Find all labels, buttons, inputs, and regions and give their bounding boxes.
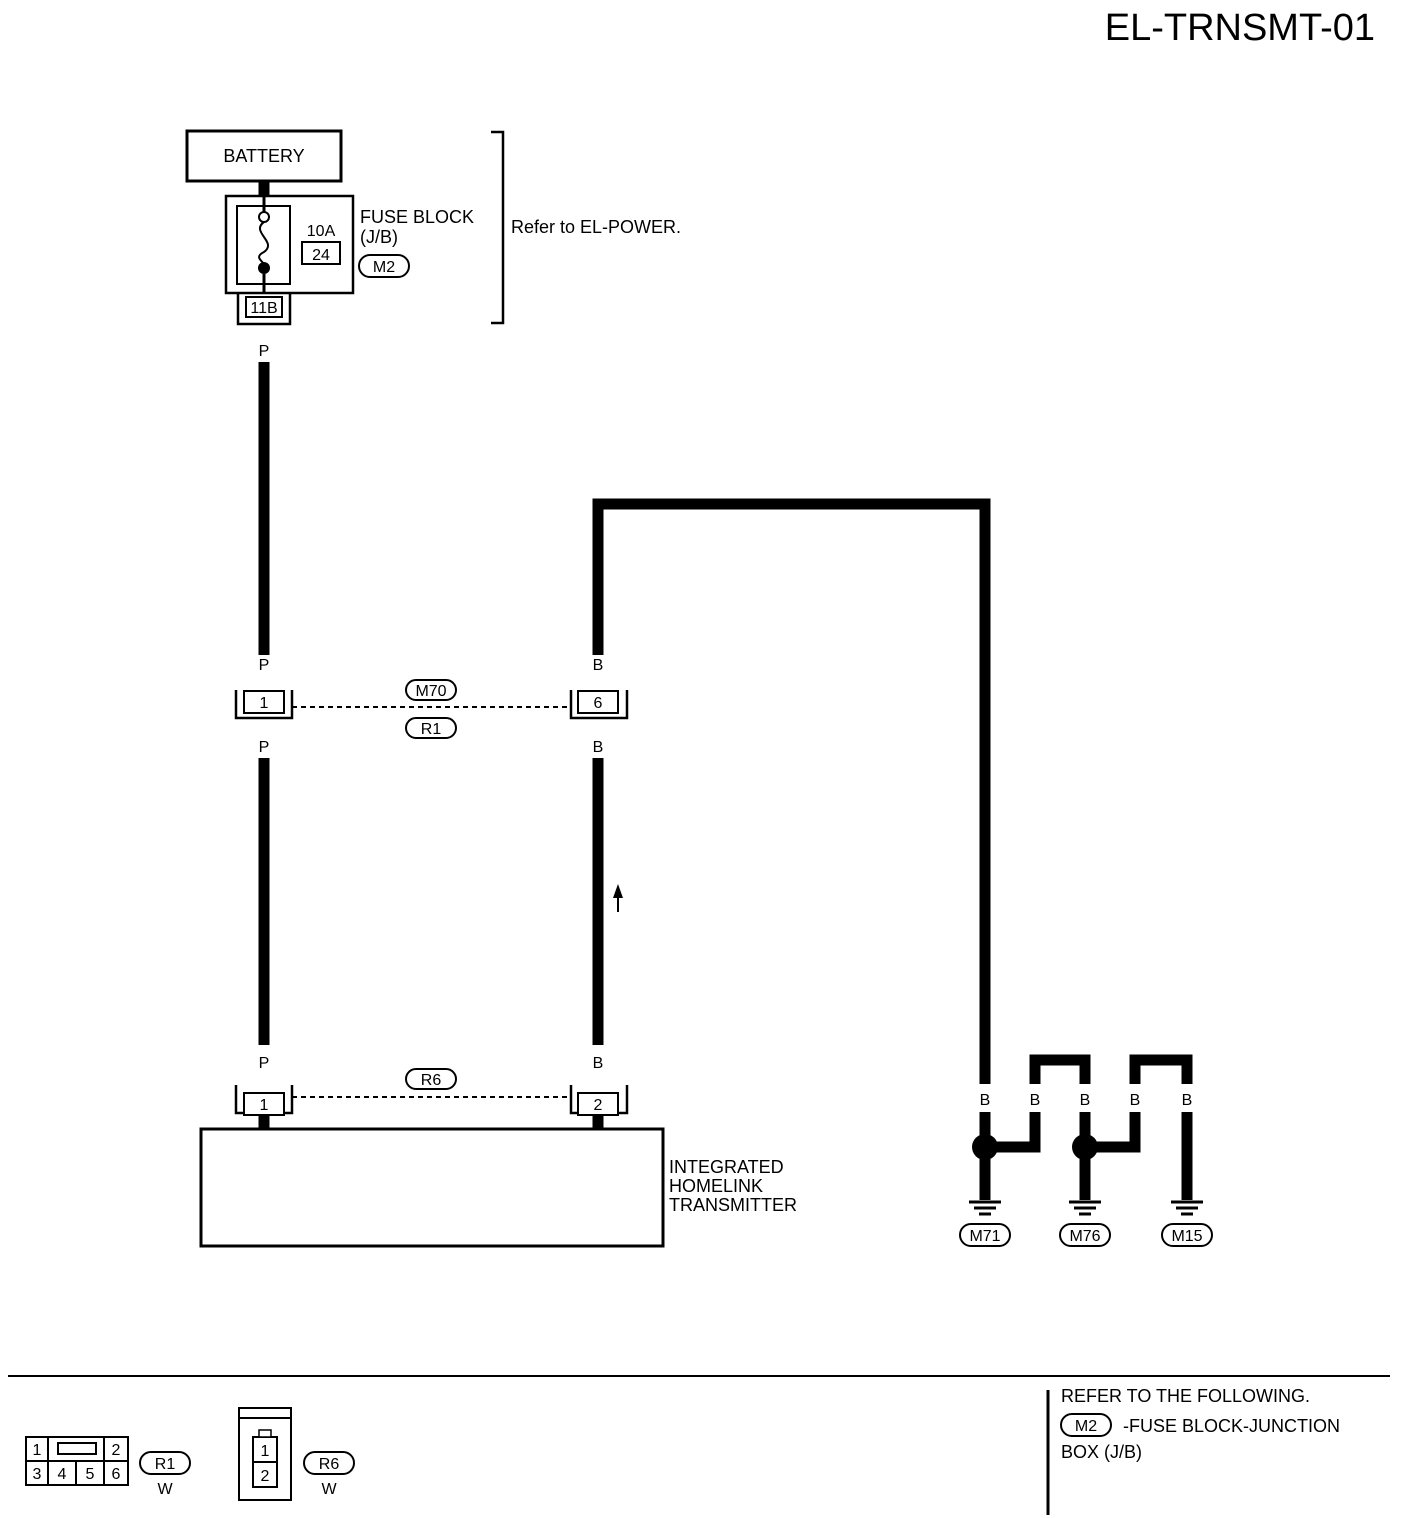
transmitter-label-3: TRANSMITTER	[669, 1195, 797, 1215]
ground-icon	[1171, 1200, 1203, 1216]
fuse-block	[224, 194, 355, 295]
fuse-icon	[258, 221, 270, 267]
fuse-amperage: 10A	[307, 223, 336, 240]
connector-r6-pin-right: 2	[594, 1097, 603, 1114]
r6-pin-2: 2	[261, 1468, 270, 1485]
ground-tag-1	[959, 1223, 1011, 1247]
connector-face-r1	[25, 1436, 129, 1486]
r1-pin-4: 4	[58, 1466, 67, 1483]
transmitter-label-2: HOMELINK	[669, 1176, 763, 1196]
page-title: EL-TRNSMT-01	[1105, 7, 1375, 49]
wire-color-p4: P	[259, 1055, 270, 1072]
footer-connector-tag	[1060, 1413, 1112, 1437]
fuse-number: 24	[312, 247, 330, 264]
ground-tag-2	[1059, 1223, 1111, 1247]
fuse-terminal-label: 11B	[250, 300, 277, 317]
connector-m70-pin-right: 6	[594, 695, 603, 712]
refer-note: Refer to EL-POWER.	[511, 217, 681, 237]
wire-color-b8: B	[1182, 1092, 1193, 1109]
fuse-block-label: FUSE BLOCK	[360, 207, 474, 227]
connector-m70-right	[569, 690, 629, 720]
wire-color-b5: B	[1030, 1092, 1041, 1109]
wire-color-p3: P	[259, 739, 270, 756]
connector-face-r6	[238, 1407, 292, 1501]
r1-pin-3: 3	[33, 1466, 42, 1483]
wire-color-b7: B	[1130, 1092, 1141, 1109]
wire-color-p1: P	[259, 343, 270, 360]
footer-connector-id: M2	[1075, 1418, 1097, 1435]
ground-id-2: M76	[1069, 1228, 1100, 1245]
wire-color-b1: B	[593, 657, 604, 674]
battery-label: BATTERY	[223, 146, 304, 166]
connector-m70-pin-left: 1	[260, 695, 269, 712]
connector-face-r6-id: R6	[319, 1456, 340, 1473]
ground-network	[972, 1054, 1193, 1200]
transmitter-label-1: INTEGRATED	[669, 1157, 784, 1177]
connector-r1-tag	[405, 717, 457, 739]
connector-face-r1-tag	[139, 1451, 191, 1475]
footer-line-1: -FUSE BLOCK-JUNCTION	[1123, 1416, 1340, 1436]
wire-color-b4: B	[980, 1092, 991, 1109]
fuse-terminal-connector	[236, 293, 292, 326]
footer-heading: REFER TO THE FOLLOWING.	[1061, 1386, 1310, 1406]
ground-tag-3	[1161, 1223, 1213, 1247]
connector-m70-id: M70	[415, 683, 446, 700]
wire-color-b2: B	[593, 739, 604, 756]
fuse-connector-id: M2	[373, 259, 395, 276]
arrow-up-icon	[613, 884, 623, 912]
connector-face-r1-color: W	[157, 1481, 173, 1498]
r1-pin-2: 2	[112, 1442, 121, 1459]
refer-bracket	[491, 130, 505, 325]
ground-id-3: M15	[1171, 1228, 1202, 1245]
connector-face-r1-id: R1	[155, 1456, 176, 1473]
transmitter-box	[199, 1127, 665, 1248]
wire-color-p2: P	[259, 657, 270, 674]
r1-pin-1: 1	[33, 1442, 42, 1459]
r6-pin-1: 1	[261, 1443, 270, 1460]
connector-r6-tag	[405, 1068, 457, 1090]
footer-line-2: BOX (J/B)	[1061, 1442, 1142, 1462]
fuse-block-sublabel: (J/B)	[360, 227, 398, 247]
ground-id-1: M71	[969, 1228, 1000, 1245]
connector-r6-id: R6	[421, 1072, 442, 1089]
r1-pin-5: 5	[86, 1466, 95, 1483]
connector-m70-tag	[405, 679, 457, 701]
connector-m70-left	[234, 690, 294, 720]
wire-color-b3: B	[593, 1055, 604, 1072]
connector-r6-pin-left: 1	[260, 1097, 269, 1114]
connector-face-r6-tag	[303, 1451, 355, 1475]
connector-r1-id: R1	[421, 721, 442, 738]
ground-icon	[1069, 1200, 1101, 1216]
fuse-connector-tag	[358, 254, 410, 278]
r1-pin-6: 6	[112, 1466, 121, 1483]
ground-wire-upper	[592, 498, 991, 1084]
connector-face-r6-color: W	[321, 1481, 337, 1498]
wire-color-b6: B	[1080, 1092, 1091, 1109]
ground-icon	[969, 1200, 1001, 1216]
